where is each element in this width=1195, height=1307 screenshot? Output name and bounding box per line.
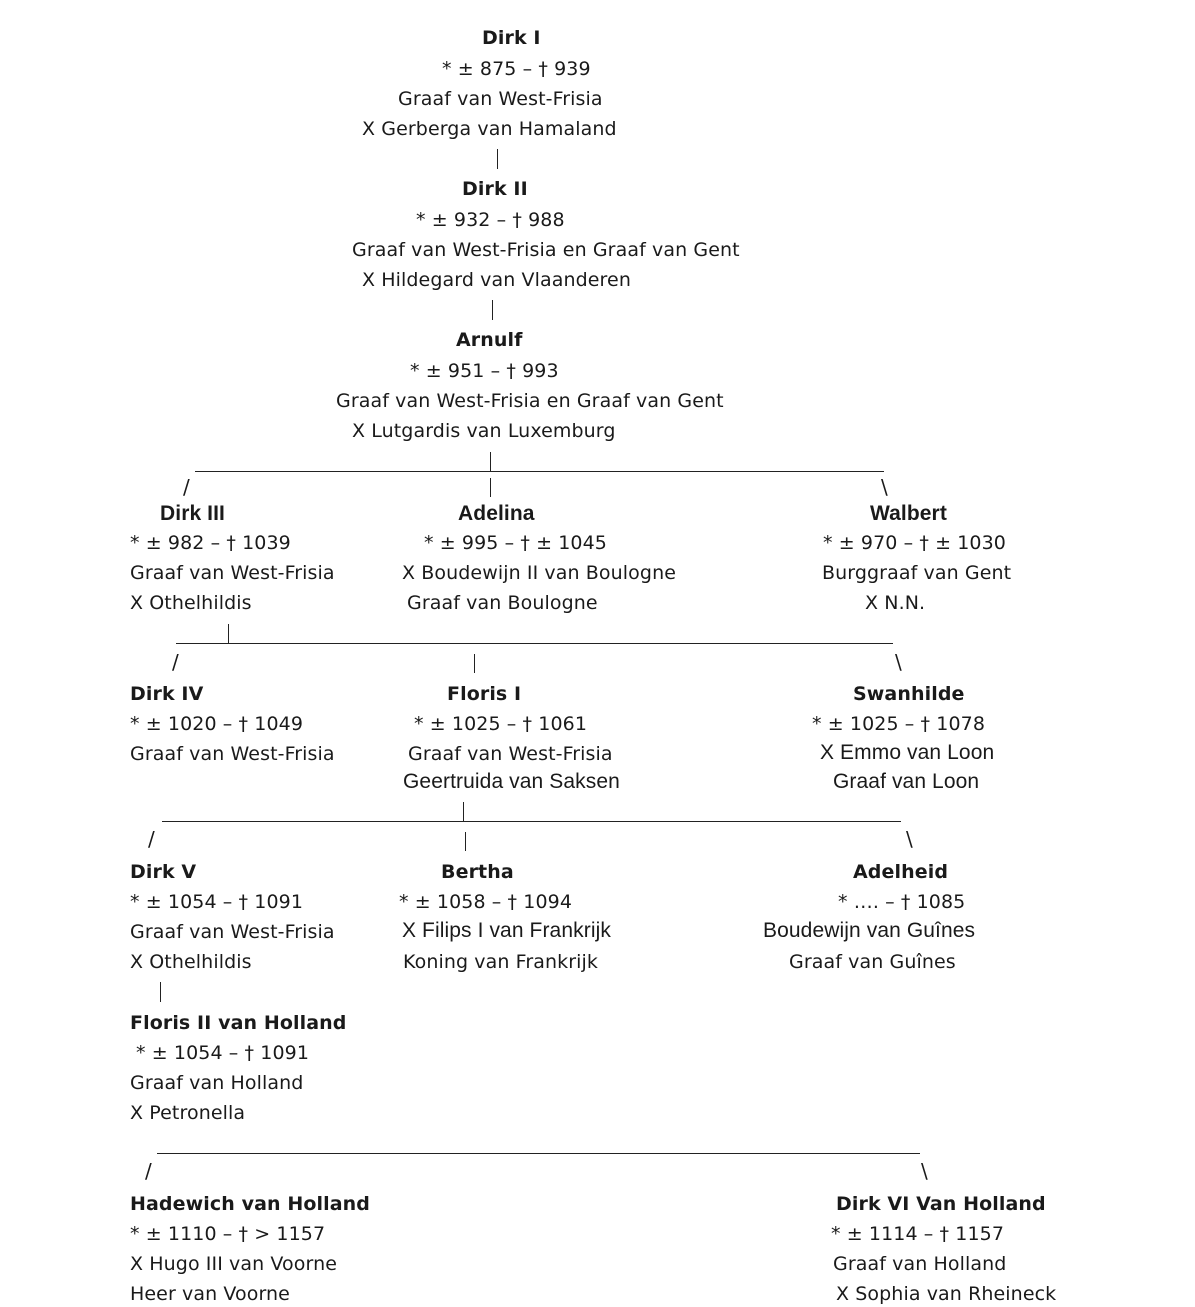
person-name: Floris II van Holland [130, 1012, 347, 1034]
person-spouse: X Gerberga van Hamaland [362, 118, 617, 140]
person-dates: * ± 1025 – † 1078 [812, 713, 986, 735]
branch-center [465, 832, 466, 851]
person-spouse: Geertruida van Saksen [403, 770, 620, 793]
person-dates: * ± 995 – † ± 1045 [424, 532, 607, 554]
person-name: Dirk V [130, 861, 197, 883]
branch-left: / [145, 1159, 152, 1183]
person-spouse-title: Graaf van Boulogne [407, 592, 598, 614]
branch-right: \ [895, 650, 902, 674]
person-name: Dirk III [160, 502, 225, 525]
person-title: Graaf van West-Frisia [408, 743, 613, 765]
person-name: Adelina [458, 502, 535, 525]
person-spouse: X Emmo van Loon [820, 741, 995, 764]
person-spouse: X Lutgardis van Luxemburg [352, 420, 616, 442]
person-spouse-title: Graaf van Guînes [789, 951, 956, 973]
person-name: Floris I [447, 683, 522, 705]
person-name: Dirk I [482, 27, 541, 49]
descent-line [463, 802, 464, 822]
person-dates: * ± 951 – † 993 [410, 360, 559, 382]
branch-right: \ [881, 475, 888, 499]
branch-right: \ [921, 1159, 928, 1183]
branch-right: \ [906, 827, 913, 851]
person-dates: * ± 932 – † 988 [416, 209, 565, 231]
person-dates: * ± 1020 – † 1049 [130, 713, 304, 735]
sibling-line [176, 643, 893, 644]
person-dates: * ± 875 – † 939 [442, 58, 591, 80]
person-dates: * ± 1054 – † 1091 [136, 1042, 310, 1064]
person-title: Graaf van West-Frisia [398, 88, 603, 110]
person-spouse: X Hugo III van Voorne [130, 1253, 338, 1275]
person-name: Arnulf [456, 329, 523, 351]
person-dates: * ± 1025 – † 1061 [414, 713, 588, 735]
person-name: Dirk II [462, 178, 528, 200]
person-spouse: X Filips I van Frankrijk [402, 919, 611, 942]
person-spouse: X Othelhildis [130, 592, 252, 614]
sibling-line [195, 471, 884, 472]
person-name: Swanhilde [853, 683, 965, 705]
person-dates: * ± 1114 – † 1157 [831, 1223, 1005, 1245]
branch-center [474, 654, 475, 673]
person-title: Graaf van West-Frisia [130, 921, 335, 943]
person-spouse-title: Graaf van Loon [833, 770, 980, 793]
branch-left: / [148, 827, 155, 851]
descent-line [497, 149, 498, 169]
person-title: Graaf van West-Frisia [130, 743, 335, 765]
person-name: Walbert [870, 502, 947, 525]
person-title: Graaf van Holland [130, 1072, 304, 1094]
person-title: Graaf van Holland [833, 1253, 1007, 1275]
person-name: Dirk VI Van Holland [836, 1193, 1046, 1215]
person-name: Adelheid [853, 861, 949, 883]
person-title: Burggraaf van Gent [822, 562, 1012, 584]
person-spouse: Boudewijn van Guînes [763, 919, 976, 942]
branch-left: / [183, 475, 190, 499]
person-dates: * …. – † 1085 [838, 891, 966, 913]
branch-center [490, 478, 491, 497]
person-dates: * ± 970 – † ± 1030 [823, 532, 1006, 554]
person-dates: * ± 982 – † 1039 [130, 532, 291, 554]
descent-line [160, 982, 161, 1002]
person-title: Graaf van West-Frisia [130, 562, 335, 584]
person-spouse: X Othelhildis [130, 951, 252, 973]
person-spouse: X Petronella [130, 1102, 246, 1124]
person-name: Hadewich van Holland [130, 1193, 370, 1215]
person-spouse: X Sophia van Rheineck [836, 1283, 1057, 1305]
person-dates: * ± 1110 – † > 1157 [130, 1223, 326, 1245]
descent-line [490, 452, 491, 472]
person-spouse: X N.N. [865, 592, 926, 614]
sibling-line [157, 1153, 920, 1154]
person-title: Graaf van West-Frisia en Graaf van Gent [336, 390, 724, 412]
person-dates: * ± 1054 – † 1091 [130, 891, 304, 913]
sibling-line [162, 821, 901, 822]
person-dates: * ± 1058 – † 1094 [399, 891, 573, 913]
branch-left: / [172, 650, 179, 674]
person-spouse-title: Heer van Voorne [130, 1283, 290, 1305]
descent-line [228, 624, 229, 644]
person-name: Bertha [441, 861, 514, 883]
person-spouse: X Hildegard van Vlaanderen [362, 269, 631, 291]
descent-line [492, 300, 493, 320]
person-spouse-title: Koning van Frankrijk [403, 951, 598, 973]
person-title: Graaf van West-Frisia en Graaf van Gent [352, 239, 740, 261]
person-spouse: X Boudewijn II van Boulogne [402, 562, 676, 584]
person-name: Dirk IV [130, 683, 204, 705]
